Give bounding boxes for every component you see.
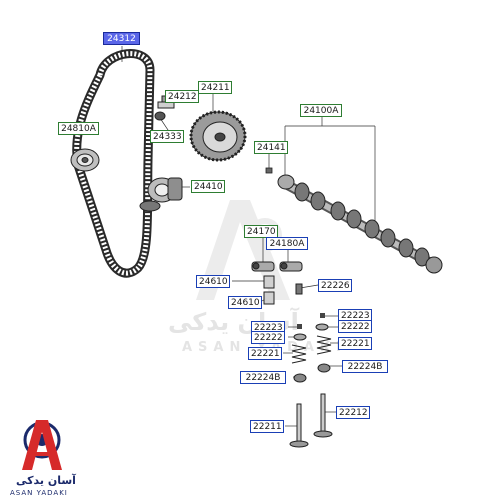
label-24410[interactable]: 24410 [191, 180, 225, 193]
camshaft [277, 174, 443, 274]
pin-24141 [265, 167, 273, 174]
lash-adjuster-a [263, 275, 275, 289]
logo-latin-name: ASAN YADAKI [10, 489, 68, 497]
valve-intake [289, 403, 309, 448]
label-22212[interactable]: 22212 [336, 406, 370, 419]
label-22221-left[interactable]: 22221 [248, 347, 282, 360]
valve-springs [291, 335, 332, 364]
lash-adjuster-b [263, 291, 275, 305]
label-22211[interactable]: 22211 [250, 420, 284, 433]
label-24810A[interactable]: 24810A [58, 122, 99, 135]
spring-seats [293, 363, 331, 383]
label-22222-left[interactable]: 22222 [251, 331, 285, 344]
label-24211[interactable]: 24211 [198, 81, 232, 94]
gear-a-logo-icon [22, 420, 62, 470]
idler-pulley [70, 148, 100, 172]
timing-belt [72, 49, 155, 278]
label-22223-right[interactable]: 22223 [338, 309, 372, 322]
label-22224B-right[interactable]: 22224B [342, 360, 388, 373]
label-22222-right[interactable]: 22222 [338, 320, 372, 333]
label-24212[interactable]: 24212 [165, 90, 199, 103]
valve-retainers [293, 323, 329, 341]
label-24100A[interactable]: 24100A [300, 104, 342, 117]
label-22221-right[interactable]: 22221 [338, 337, 372, 350]
label-24333[interactable]: 24333 [150, 130, 184, 143]
valve-exhaust [313, 393, 333, 438]
valve-keys [297, 313, 325, 329]
label-24180A[interactable]: 24180A [266, 237, 308, 250]
label-24170[interactable]: 24170 [244, 225, 278, 238]
tensioner [139, 177, 183, 212]
label-24312[interactable]: 24312 [103, 32, 140, 45]
logo-persian-name: آسان یدکی [16, 474, 76, 487]
rocker-arm-24170 [251, 261, 275, 272]
rocker-arm-24180A [279, 261, 303, 272]
washer-24333 [154, 111, 166, 121]
label-24610-a[interactable]: 24610 [196, 275, 230, 288]
camshaft-sprocket [189, 110, 247, 162]
label-24141[interactable]: 24141 [254, 141, 288, 154]
label-24610-b[interactable]: 24610 [228, 296, 262, 309]
valve-seal [295, 283, 303, 295]
label-22224B-left[interactable]: 22224B [240, 371, 286, 384]
label-22226[interactable]: 22226 [318, 279, 352, 292]
